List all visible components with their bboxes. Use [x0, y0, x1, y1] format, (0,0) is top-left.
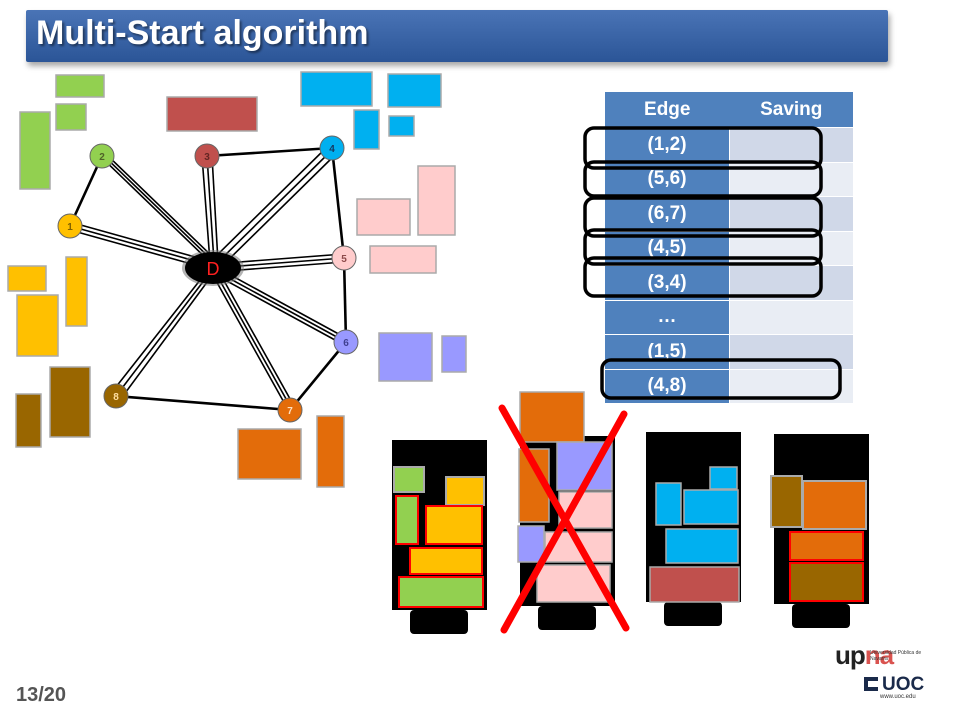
saving-cell [729, 299, 853, 335]
saving-cell [729, 334, 853, 369]
edge-d-8 [111, 269, 217, 401]
item-brown-1 [49, 366, 91, 438]
node-1: 1 [57, 213, 83, 239]
edge-3-4 [206, 146, 333, 158]
node-3-label: 3 [204, 152, 210, 163]
item-blue-3 [353, 109, 380, 150]
uoc-logo: UOC [882, 674, 925, 695]
node-4-label: 4 [329, 144, 335, 155]
customer-nodes: 1 2 3 4 5 6 7 8 [57, 135, 359, 423]
node-7: 7 [277, 397, 303, 423]
rejection-cross [498, 404, 630, 634]
savings-table-container: Edge Saving (1,2) (5,6) (6,7) (4,5) (3,4… [605, 92, 853, 403]
node-3: 3 [194, 143, 220, 169]
saving-cell [729, 265, 853, 300]
edge-5-6 [342, 257, 348, 343]
node-8-label: 8 [113, 392, 119, 403]
item-green-2 [55, 103, 87, 131]
table-row: … [605, 299, 853, 335]
edge-d-4 [209, 145, 337, 271]
edge-cell: (5,6) [605, 161, 730, 197]
saving-cell [729, 127, 853, 162]
edge-6-7 [288, 341, 348, 411]
node-1-label: 1 [67, 222, 73, 233]
table-row: (4,8) [605, 368, 853, 403]
demand-items [7, 71, 467, 488]
node-4: 4 [319, 135, 345, 161]
item-red-1 [166, 96, 258, 132]
item-blue-4 [388, 115, 415, 137]
item-violet-2 [441, 335, 467, 373]
depot: D [182, 250, 244, 286]
node-2-label: 2 [99, 152, 105, 163]
table-row: (1,5) [605, 334, 853, 369]
edge-4-5 [330, 147, 346, 259]
item-pink-3 [369, 245, 437, 274]
truck-3 [646, 432, 741, 626]
item-yellow-3 [16, 294, 59, 357]
route-edges [68, 146, 348, 412]
node-8: 8 [103, 383, 129, 409]
table-row: (6,7) [605, 196, 853, 231]
item-brown-2 [15, 393, 42, 448]
uoc-url: www.uoc.edu [880, 694, 916, 700]
page-number: 13/20 [16, 684, 67, 706]
savings-table: Edge Saving (1,2) (5,6) (6,7) (4,5) (3,4… [605, 92, 853, 403]
uoc-mark-icon [864, 677, 878, 691]
edge-d-3 [201, 155, 219, 263]
edge-1-2 [68, 155, 104, 227]
item-blue-2 [387, 73, 442, 108]
item-orange-1 [237, 428, 302, 480]
edge-cell: … [605, 299, 730, 335]
item-yellow-1 [7, 265, 47, 292]
item-yellow-2 [65, 256, 88, 327]
depot-label: D [207, 259, 220, 279]
table-row: (4,5) [605, 230, 853, 266]
saving-cell [729, 196, 853, 231]
table-row: (5,6) [605, 161, 853, 197]
edge-8-7 [115, 394, 291, 412]
node-5-label: 5 [341, 254, 347, 265]
edge-d-2 [97, 153, 219, 263]
table-header-row: Edge Saving [605, 92, 853, 128]
depot-edges [69, 145, 347, 407]
node-2: 2 [89, 143, 115, 169]
item-orange-2 [316, 415, 345, 488]
saving-cell [729, 230, 853, 266]
upna-logo-subtitle: Universidad Pública de Navarra [870, 650, 922, 662]
node-6-label: 6 [343, 338, 349, 349]
edge-cell: (1,5) [605, 334, 730, 369]
item-pink-2 [417, 165, 456, 236]
item-blue-1 [300, 71, 373, 107]
edge-cell: (6,7) [605, 196, 730, 231]
edge-cell: (1,2) [605, 127, 730, 162]
saving-cell [729, 161, 853, 197]
upna-logo-accent: na [864, 640, 894, 670]
table-row: (3,4) [605, 265, 853, 300]
edge-cell: (4,5) [605, 230, 730, 266]
table-row: (1,2) [605, 127, 853, 162]
edge-cell: (3,4) [605, 265, 730, 300]
edge-cell: (4,8) [605, 368, 730, 403]
saving-cell [729, 368, 853, 403]
item-pink-1 [356, 198, 411, 236]
item-green-3 [19, 111, 51, 190]
slide-title: Multi-Start algorithm [36, 14, 369, 52]
column-header-saving: Saving [729, 92, 853, 128]
node-7-label: 7 [287, 406, 293, 417]
title-bar [26, 10, 888, 62]
column-header-edge: Edge [605, 92, 730, 128]
item-violet-1 [378, 332, 433, 382]
item-green-1 [55, 74, 105, 98]
upna-logo: upna [835, 640, 894, 671]
node-5: 5 [331, 245, 357, 271]
node-6: 6 [333, 329, 359, 355]
upna-logo-main: up [835, 640, 866, 670]
truck-4 [770, 434, 869, 628]
edge-d-7 [209, 269, 295, 407]
truck-1 [392, 440, 487, 634]
